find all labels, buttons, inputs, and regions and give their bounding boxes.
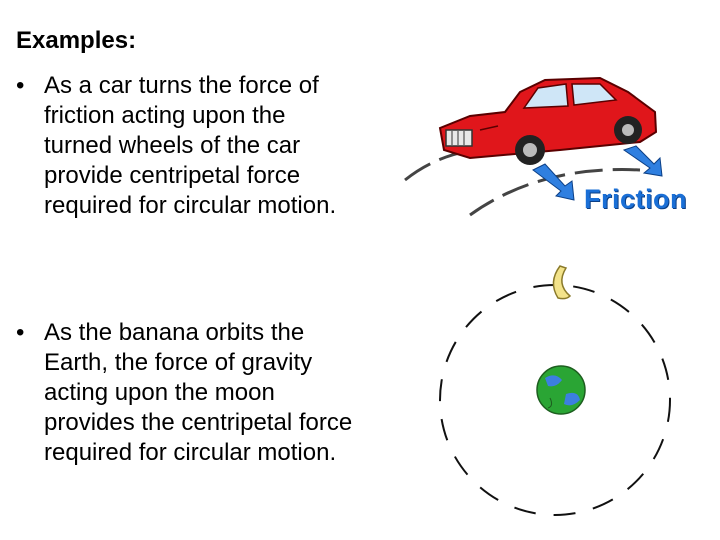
- orbit-illustration: [439, 265, 671, 516]
- bullet-line: As the banana orbits the: [44, 319, 305, 346]
- bullet-line: As a car turns the force of: [44, 72, 319, 99]
- bullet-car-example: • As a car turns the force of friction a…: [16, 71, 436, 221]
- bullet-line: Earth, the force of gravity: [44, 349, 313, 376]
- bullet-marker: •: [16, 72, 25, 99]
- earth-icon: [536, 365, 586, 415]
- friction-arrow-left: [532, 163, 575, 201]
- car-illustration: [404, 76, 663, 217]
- bullet-line: provide centripetal force: [44, 162, 301, 189]
- friction-label: Friction: [584, 184, 687, 214]
- car-window-rear: [571, 83, 618, 106]
- car-grille: [445, 129, 473, 147]
- bullet-line: turned wheels of the car: [44, 132, 301, 159]
- bullet-marker: •: [16, 319, 25, 346]
- friction-arrow-right: [622, 145, 663, 177]
- bullet-line: friction acting upon the: [44, 102, 286, 129]
- slide-heading: Examples:: [16, 27, 137, 54]
- bullet-orbit-example: • As the banana orbits the Earth, the fo…: [16, 318, 436, 468]
- bullet-line: acting upon the moon: [44, 379, 275, 406]
- car-window-front: [522, 83, 569, 109]
- bullet-line: provides the centripetal force: [44, 409, 353, 436]
- bullet-line: required for circular motion.: [44, 439, 337, 466]
- bullet-line: required for circular motion.: [44, 192, 337, 219]
- banana-icon: [552, 265, 572, 300]
